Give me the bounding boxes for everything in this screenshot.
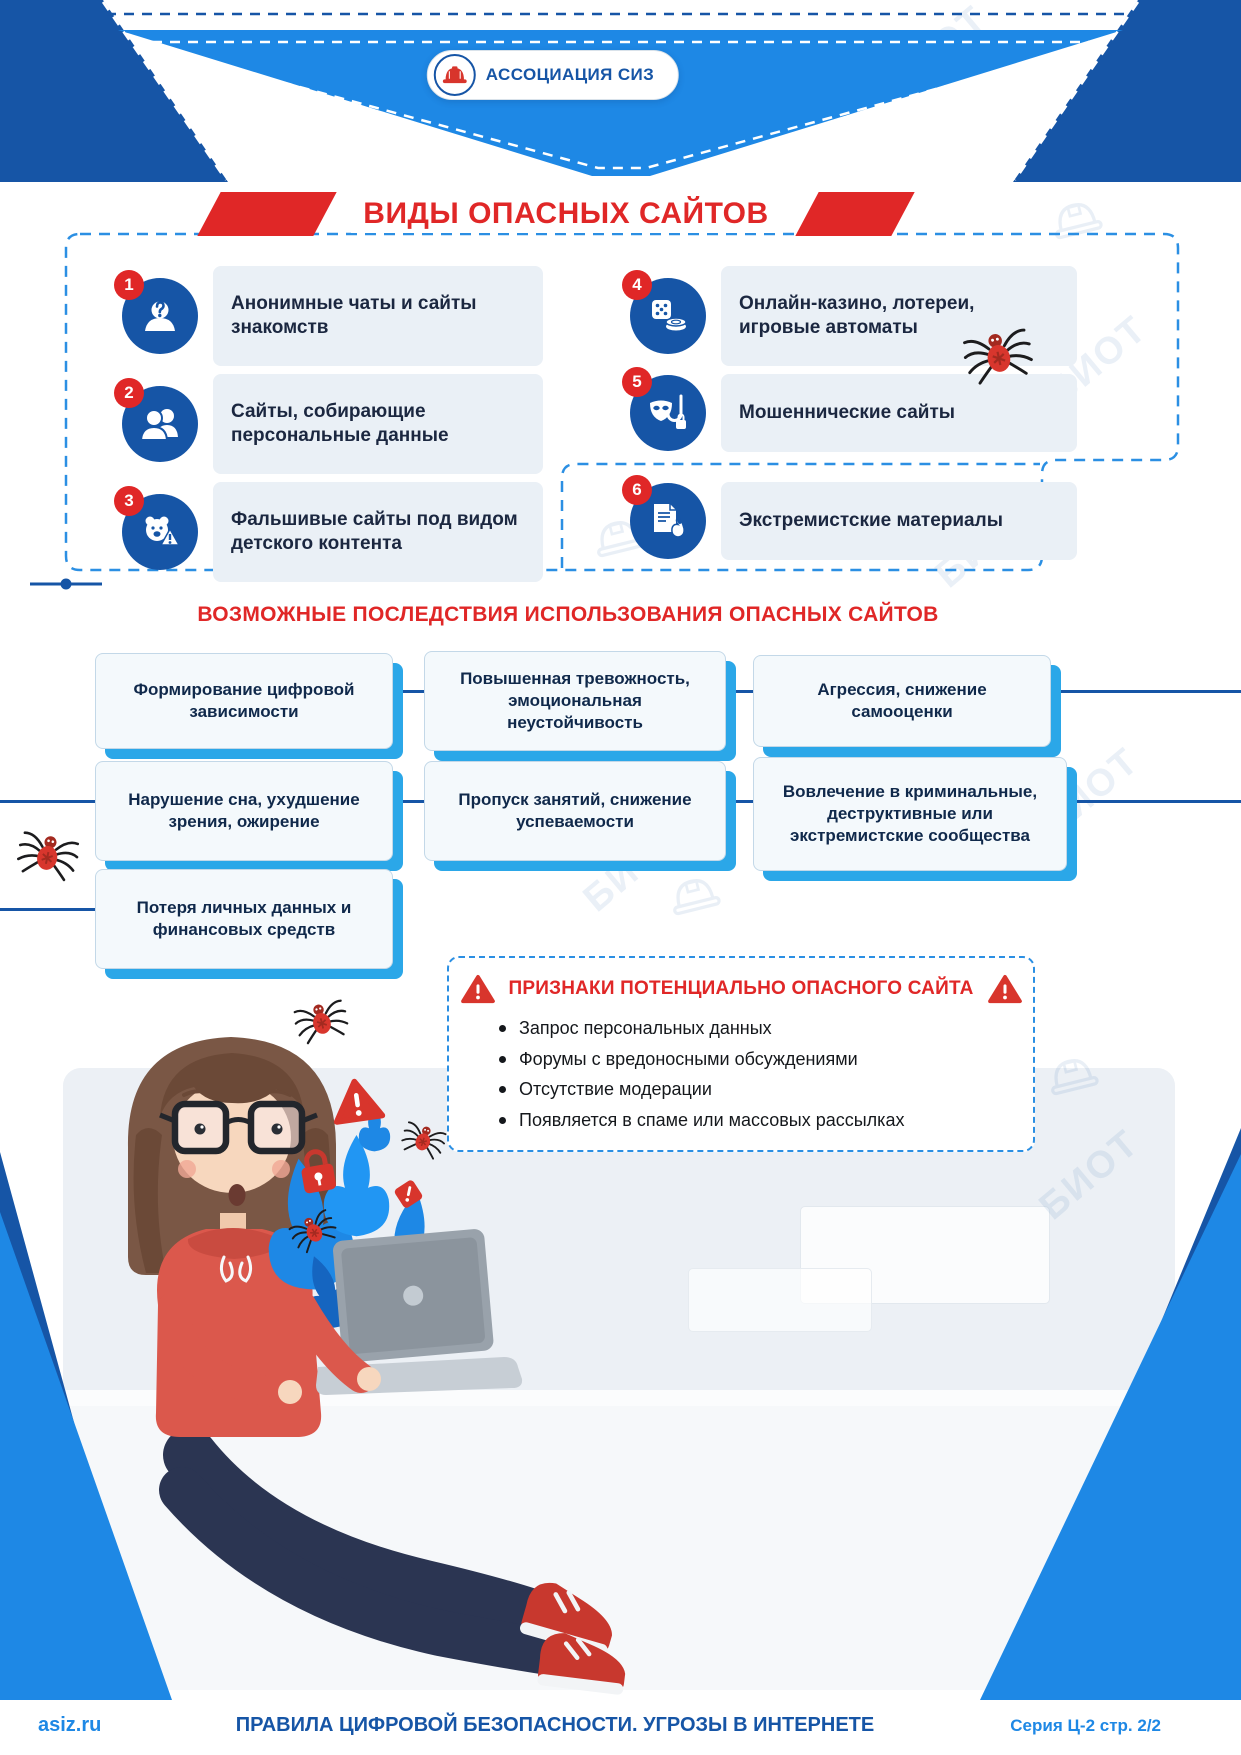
signs-list: Запрос персональных данных Форумы с вред…: [449, 1018, 1033, 1131]
association-logo: [433, 54, 476, 96]
site-item-3: 3 Фальшивые сайты под видом детского кон…: [114, 482, 543, 582]
consequence-label: Вовлечение в криминальные, деструктивные…: [782, 781, 1038, 846]
site-label-box: Анонимные чаты и сайты знакомств: [213, 266, 543, 366]
warning-triangle-icon: [461, 974, 495, 1004]
window-frame-small: [688, 1268, 872, 1332]
item-number-badge: 5: [622, 367, 652, 397]
consequences-title: ВОЗМОЖНЫЕ ПОСЛЕДСТВИЯ ИСПОЛЬЗОВАНИЯ ОПАС…: [197, 603, 939, 626]
connector-line: [1021, 690, 1241, 693]
connector-line: [1037, 800, 1241, 803]
site-label-box: Фальшивые сайты под видом детского конте…: [213, 482, 543, 582]
site-item-1: 1 Анонимные чаты и сайты знакомств: [114, 266, 543, 366]
footer: asiz.ru ПРАВИЛА ЦИФРОВОЙ БЕЗОПАСНОСТИ. У…: [0, 1700, 1241, 1755]
consequence-label: Потеря личных данных и финансовых средст…: [136, 897, 352, 939]
connector-line: [363, 690, 424, 693]
site-label-box: Онлайн-казино, лотереи, игровые автоматы: [721, 266, 1077, 366]
item-number-badge: 3: [114, 486, 144, 516]
logo-badge: АССОЦИАЦИЯ СИЗ: [426, 50, 680, 100]
consequence-box: Нарушение сна, ухудшение зрения, ожирени…: [95, 761, 393, 861]
site-label: Экстремистские материалы: [739, 510, 1003, 532]
consequence-box: Повышенная тревожность, эмоциональная не…: [424, 651, 726, 751]
consequence-label: Формирование цифровой зависимости: [133, 679, 355, 721]
site-label: Сайты, собирающие персональные данные: [231, 401, 449, 446]
signs-title-row: ПРИЗНАКИ ПОТЕНЦИАЛЬНО ОПАСНОГО САЙТА: [449, 974, 1033, 1004]
item-number-badge: 1: [114, 270, 144, 300]
fake-childrens-content-icon: 3: [114, 486, 198, 570]
anonymous-chat-icon: 1: [114, 270, 198, 354]
page-title: ВИДЫ ОПАСНЫХ САЙТОВ: [351, 195, 781, 233]
sign-item: Запрос персональных данных: [499, 1018, 1003, 1040]
consequence-box: Агрессия, снижение самооценки: [753, 655, 1051, 747]
footer-title: ПРАВИЛА ЦИФРОВОЙ БЕЗОПАСНОСТИ. УГРОЗЫ В …: [235, 1714, 875, 1736]
envelope-corner-right: [1013, 0, 1241, 182]
sign-item: Появляется в спаме или массовых рассылка…: [499, 1110, 1003, 1132]
sign-item: Форумы с вредоносными обсуждениями: [499, 1049, 1003, 1071]
red-helmet-icon: [442, 66, 467, 84]
website-link[interactable]: asiz.ru: [38, 1714, 102, 1736]
site-label: Мошеннические сайты: [739, 402, 955, 424]
site-label-box: Мошеннические сайты: [721, 374, 1077, 452]
consequence-box: Потеря личных данных и финансовых средст…: [95, 869, 393, 969]
item-number-badge: 4: [622, 270, 652, 300]
sites-dashed-frame: [64, 232, 1180, 572]
site-item-6: 6 Экстремистские материалы: [622, 475, 1077, 560]
site-label: Фальшивые сайты под видом детского конте…: [231, 509, 518, 554]
envelope-header: [0, 0, 1241, 182]
site-label: Онлайн-казино, лотереи, игровые автоматы: [739, 293, 975, 338]
site-item-5: 5 Мошеннические сайты: [622, 367, 1077, 452]
association-name: АССОЦИАЦИЯ СИЗ: [485, 65, 655, 84]
series-label: Серия Ц-2 стр. 2/2: [1010, 1716, 1161, 1735]
envelope-flap: [118, 30, 1123, 176]
consequence-label: Нарушение сна, ухудшение зрения, ожирени…: [128, 789, 360, 831]
site-item-2: 2 Сайты, собирающие персональные данные: [114, 374, 543, 474]
site-item-4: 4 Онлайн-казино, лотереи, игровые автома…: [622, 266, 1077, 366]
divider-dot: [60, 578, 72, 590]
consequence-box: Формирование цифровой зависимости: [95, 653, 393, 749]
site-label-box: Сайты, собирающие персональные данные: [213, 374, 543, 474]
scam-site-icon: 5: [622, 367, 706, 451]
signs-panel: ПРИЗНАКИ ПОТЕНЦИАЛЬНО ОПАСНОГО САЙТА Зап…: [447, 956, 1035, 1152]
consequence-box: Вовлечение в криминальные, деструктивные…: [753, 757, 1067, 871]
site-label-box: Экстремистские материалы: [721, 482, 1077, 560]
item6-dashed-frame: [560, 462, 1040, 568]
warning-triangle-icon: [988, 974, 1022, 1004]
envelope-corner-left: [0, 0, 228, 182]
title-row: ВИДЫ ОПАСНЫХ САЙТОВ: [0, 192, 1112, 236]
consequence-label: Повышенная тревожность, эмоциональная не…: [460, 668, 690, 733]
consequence-label: Пропуск занятий, снижение успеваемости: [458, 789, 692, 831]
connector-line: [0, 800, 95, 803]
personal-data-icon: 2: [114, 378, 198, 462]
consequence-box: Пропуск занятий, снижение успеваемости: [424, 761, 726, 861]
title-decoration-right: [794, 192, 915, 236]
title-decoration-left: [197, 192, 337, 236]
connector-line: [363, 800, 424, 803]
signs-title: ПРИЗНАКИ ПОТЕНЦИАЛЬНО ОПАСНОГО САЙТА: [508, 978, 974, 999]
casino-icon: 4: [622, 270, 706, 354]
extremist-materials-icon: 6: [622, 475, 706, 559]
connector-line: [0, 908, 95, 911]
item-number-badge: 2: [114, 378, 144, 408]
sign-item: Отсутствие модерации: [499, 1079, 1003, 1101]
item-number-badge: 6: [622, 475, 652, 505]
consequence-label: Агрессия, снижение самооценки: [817, 679, 987, 721]
site-label: Анонимные чаты и сайты знакомств: [231, 293, 477, 338]
